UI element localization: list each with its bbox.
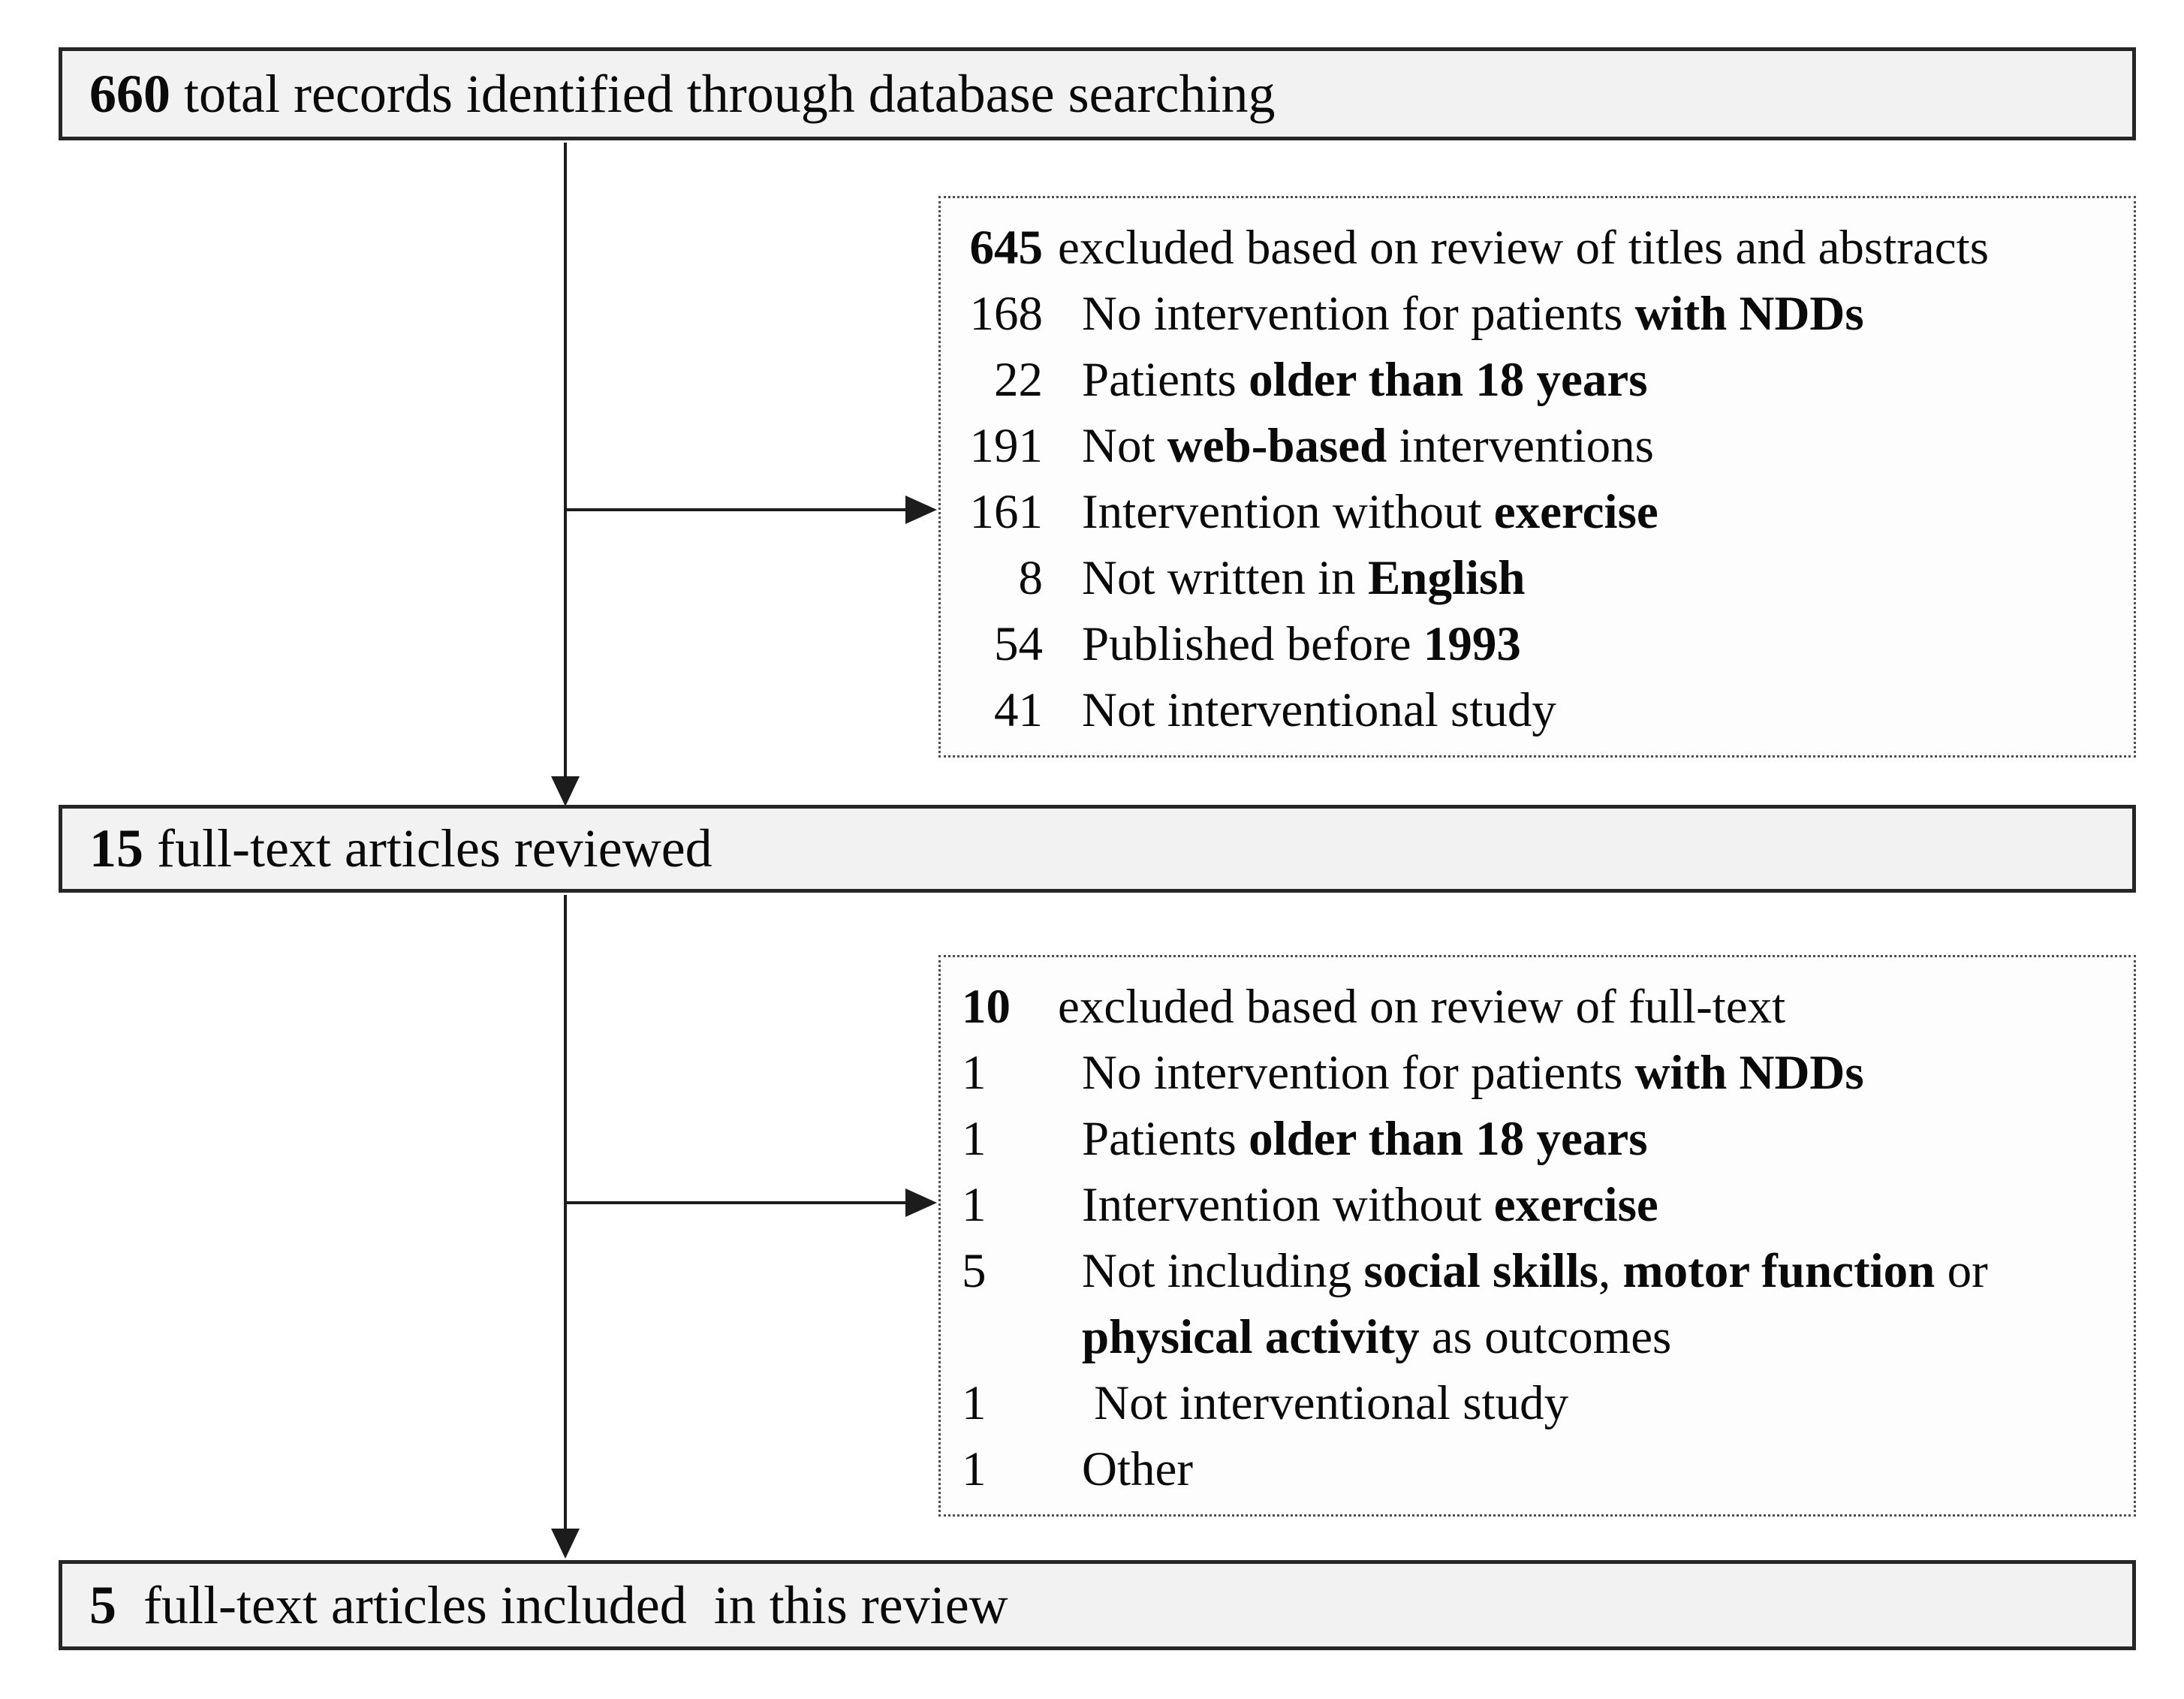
exclusion-reason-row: 1 Not interventional study [962,1370,2113,1436]
exclusion-header-row: 645 excluded based on review of titles a… [962,215,2113,281]
exclusion-header-count: 10 [962,980,1011,1034]
exclusion-reason-row: 168 No intervention for patients with ND… [962,281,2113,347]
reason-label: Published before 1993 [1082,617,1521,671]
reason-count: 1 [962,1376,987,1430]
records-identified-box: 660 total records identified through dat… [59,47,2136,140]
reason-count: 5 [962,1244,987,1298]
reason-label: Not including social skills, motor funct… [1082,1244,1988,1364]
exclusion-reason-row: 41 Not interventional study [962,677,2113,743]
reason-label: Not web-based interventions [1082,419,1654,473]
reason-label: Patients older than 18 years [1082,353,1648,407]
arrowhead-right-icon-2 [905,1188,937,1217]
exclusion-reason-row: 1 Intervention without exercise [962,1172,2113,1238]
excluded-titles-abstracts-box: 645 excluded based on review of titles a… [938,196,2136,758]
reason-count: 22 [994,353,1043,407]
reason-count: 168 [969,287,1044,341]
reason-label: No intervention for patients with NDDs [1082,1046,1864,1100]
reason-count: 1 [962,1178,987,1232]
reason-count: 54 [994,617,1043,671]
arrowhead-right-icon-1 [905,496,937,524]
reason-label: Patients older than 18 years [1082,1112,1648,1166]
reason-count: 8 [1018,551,1044,605]
included-in-review-box: 5 full-text articles included in this re… [59,1560,2136,1650]
reason-label: No intervention for patients with NDDs [1082,287,1864,341]
reason-count: 191 [969,419,1044,473]
exclusion-reason-row: 1 Patients older than 18 years [962,1106,2113,1172]
fulltext-reviewed-box: 15 full-text articles reviewed [59,805,2136,893]
exclusion-reason-row: 54 Published before 1993 [962,611,2113,677]
reason-count: 1 [962,1112,987,1166]
exclusion-reason-row: 191 Not web-based interventions [962,413,2113,479]
reason-count: 161 [969,485,1044,539]
reason-count: 1 [962,1442,987,1496]
arrowhead-down-icon-1 [551,776,580,806]
exclusion-reason-row: 8 Not written in English [962,545,2113,611]
reason-label: Not interventional study [1082,1376,1569,1430]
excluded-fulltext-box: 10 excluded based on review of full-text… [938,955,2136,1517]
exclusion-reason-row: 1 No intervention for patients with NDDs [962,1040,2113,1106]
reason-label: Not written in English [1082,551,1526,605]
exclusion-header-count: 645 [969,221,1044,275]
exclusion-header-row: 10 excluded based on review of full-text [962,974,2113,1040]
exclusion-reason-row: 5 Not including social skills, motor fun… [962,1238,2113,1370]
exclusion-reason-row: 1 Other [962,1436,2113,1502]
included-in-review-label: 5 full-text articles included in this re… [89,1574,1008,1635]
connector-line-horizontal-2 [565,1201,908,1204]
reason-count: 41 [994,683,1043,737]
reason-count: 1 [962,1046,987,1100]
connector-line-vertical-1 [564,143,567,779]
exclusion-reason-row: 161 Intervention without exercise [962,479,2113,545]
records-identified-label: 660 total records identified through dat… [89,63,1276,124]
exclusion-reason-row: 22 Patients older than 18 years [962,347,2113,413]
reason-label: Not interventional study [1082,683,1556,737]
exclusion-header-label: excluded based on review of titles and a… [1058,221,1989,275]
connector-line-vertical-2 [564,895,567,1530]
exclusion-header-label: excluded based on review of full-text [1058,980,1786,1034]
arrowhead-down-icon-2 [551,1529,580,1559]
reason-label: Intervention without exercise [1082,485,1658,539]
reason-label: Intervention without exercise [1082,1178,1658,1232]
reason-label: Other [1082,1442,1193,1496]
fulltext-reviewed-label: 15 full-text articles reviewed [89,818,712,878]
connector-line-horizontal-1 [565,508,908,511]
